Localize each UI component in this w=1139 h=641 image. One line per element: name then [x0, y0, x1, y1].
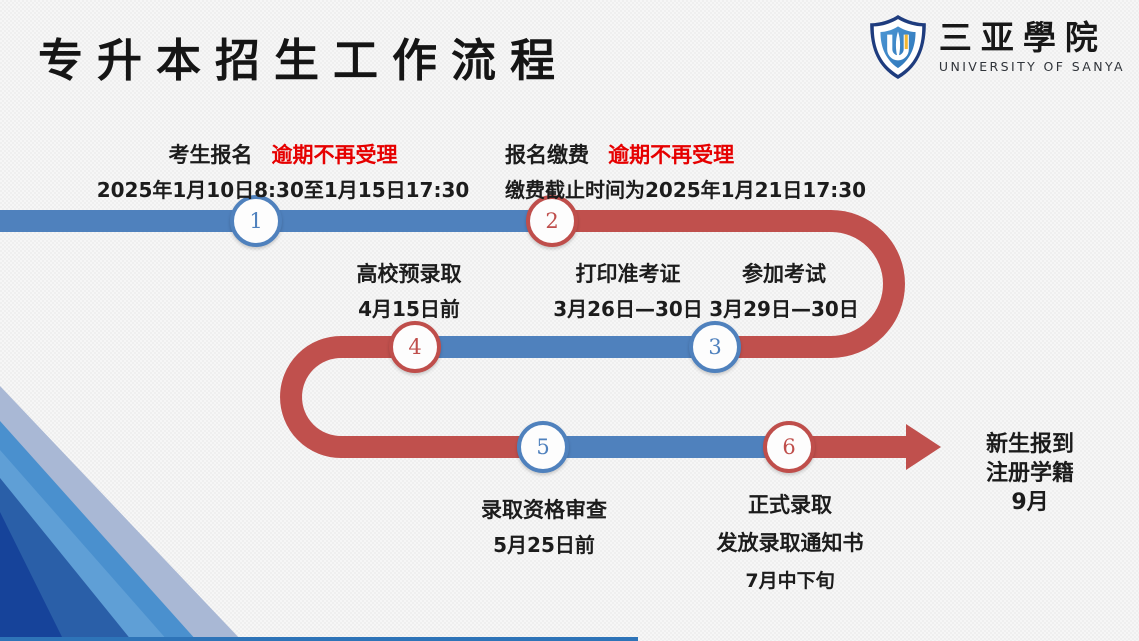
step-1-title-row: 考生报名 逾期不再受理: [97, 139, 470, 169]
step-1-label-block: 考生报名 逾期不再受理 2025年1月10日8:30至1月15日17:30: [97, 139, 470, 203]
step-3-label: 打印准考证: [575, 262, 681, 286]
step-5-label: 录取资格审查: [481, 498, 607, 522]
logo-wordmark: 三亚學院 UNIVERSITY OF SANYA: [938, 18, 1125, 75]
university-shield-icon: [870, 15, 926, 79]
step-3-date: 3月26日—30日: [553, 297, 703, 321]
step-3b-label: 参加考试: [742, 262, 826, 286]
timeline-segment-red-2: [280, 336, 543, 458]
timeline-segment-red-1: [552, 210, 905, 358]
timeline-node-5: 5: [517, 421, 569, 473]
step-4-label-block: 高校预录取 4月15日前: [357, 258, 462, 322]
step-1-alert: 逾期不再受理: [271, 143, 398, 167]
timeline-node-1: 1: [230, 195, 282, 247]
timeline-node-6: 6: [763, 421, 815, 473]
step-3b-date: 3月29日—30日: [709, 297, 859, 321]
step-5-label-block: 录取资格审查 5月25日前: [481, 494, 607, 558]
final-step-line3: 9月: [1011, 490, 1049, 515]
page-title: 专升本招生工作流程: [38, 34, 570, 87]
step-1-date: 2025年1月10日8:30至1月15日17:30: [96, 178, 470, 202]
arrowhead-icon: [906, 424, 941, 470]
step-1-label: 考生报名: [168, 143, 253, 167]
final-step-line2: 注册学籍: [985, 461, 1075, 486]
step-2-date: 缴费截止时间为2025年1月21日17:30: [505, 178, 867, 202]
logo-english-name: UNIVERSITY OF SANYA: [938, 59, 1125, 74]
step-2-alert: 逾期不再受理: [608, 143, 735, 167]
final-step-line1: 新生报到: [985, 432, 1075, 457]
step-2-label: 报名缴费: [505, 143, 589, 167]
logo-chinese-name: 三亚學院: [938, 18, 1107, 57]
timeline-node-3: 3: [689, 321, 741, 373]
step-6-label-block: 正式录取 发放录取通知书 7月中下旬: [717, 489, 864, 593]
step-6-sublabel: 发放录取通知书: [716, 531, 864, 555]
timeline-node-4: 4: [389, 321, 441, 373]
step-2-label-block: 报名缴费 逾期不再受理 缴费截止时间为2025年1月21日17:30: [505, 139, 866, 203]
bottom-accent-bar: [0, 637, 638, 641]
step-4-label: 高校预录取: [356, 262, 462, 286]
timeline-node-2: 2: [526, 195, 578, 247]
step-3-label-block: 打印准考证 3月26日—30日: [553, 258, 703, 322]
step-6-label: 正式录取: [748, 493, 832, 517]
university-logo: 三亚學院 UNIVERSITY OF SANYA: [867, 14, 1125, 80]
step-5-date: 5月25日前: [493, 533, 595, 557]
final-step-block: 新生报到 注册学籍 9月: [986, 430, 1074, 517]
step-4-date: 4月15日前: [358, 297, 460, 321]
step-2-title-row: 报名缴费 逾期不再受理: [505, 139, 866, 169]
step-3b-label-block: 参加考试 3月29日—30日: [709, 258, 859, 322]
step-6-date: 7月中下旬: [745, 570, 835, 592]
